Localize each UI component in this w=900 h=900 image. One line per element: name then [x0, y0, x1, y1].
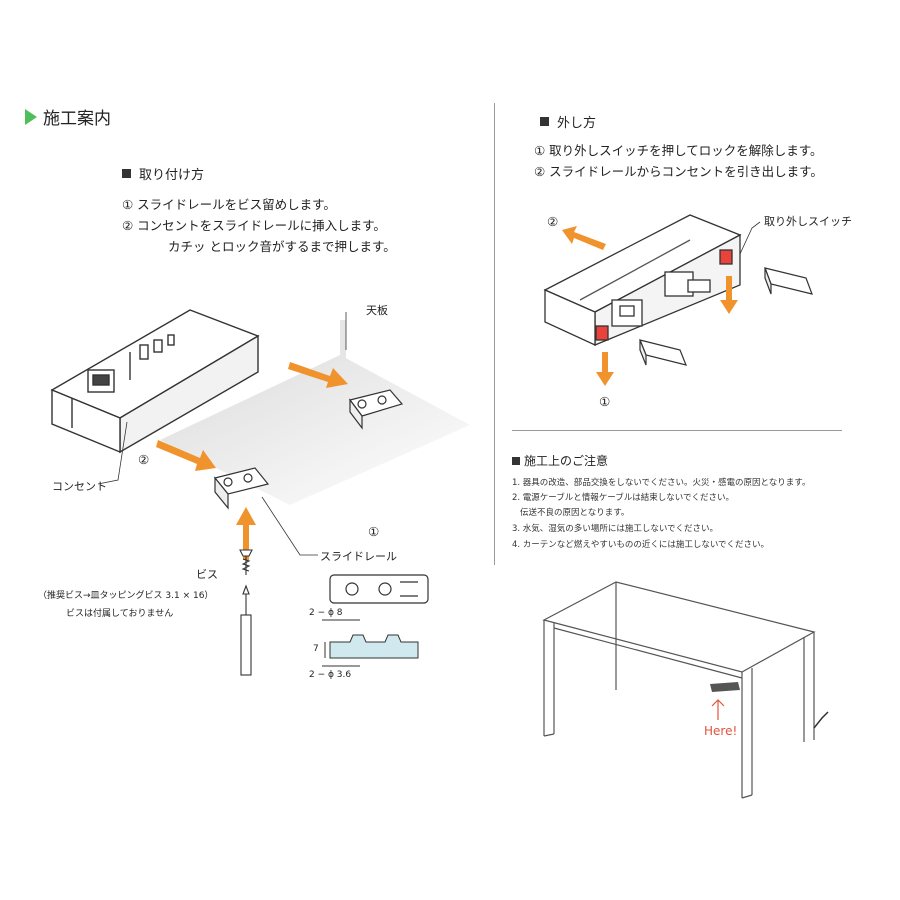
- square-bullet-icon: [122, 169, 131, 178]
- install-heading: 取り付け方: [122, 164, 204, 183]
- square-bullet-icon: [540, 117, 549, 126]
- page-title-text: 施工案内: [43, 109, 111, 129]
- caution-item-1: 1. 器具の改造、部品交換をしないでください。火災・感電の原因となります。: [512, 478, 811, 488]
- consent-unit: [50, 309, 260, 454]
- slide-rail-removed: [639, 267, 813, 366]
- power-cord: [813, 711, 829, 729]
- consent-label: コンセント: [52, 480, 107, 493]
- remove-num-1: ①: [599, 394, 611, 409]
- install-step-2: ② コンセントをスライドレールに挿入します。: [122, 218, 386, 233]
- here-label: Here!: [704, 724, 738, 738]
- bis-note-1: （推奨ビス→皿タッピングビス 3.1 × 16）: [38, 591, 214, 601]
- desk-illustration: [542, 581, 829, 799]
- consent-unit-removed: [543, 214, 742, 347]
- horizontal-divider: [512, 430, 842, 431]
- screwdriver-icon: [240, 584, 252, 676]
- remove-step-2: ② スライドレールからコンセントを引き出します。: [534, 164, 823, 179]
- dim-phi8: 2 − ϕ 8: [309, 608, 343, 618]
- bis-label: ビス: [196, 568, 218, 581]
- vertical-divider: [494, 103, 495, 565]
- install-num-1: ①: [368, 524, 380, 539]
- caution-item-3: 3. 水気、湿気の多い場所には施工しないでください。: [512, 524, 719, 534]
- dim-7: 7: [313, 644, 319, 654]
- remove-illustration: [543, 214, 813, 386]
- install-illustration: [50, 309, 470, 676]
- page-title: 施工案内: [25, 104, 111, 129]
- caution-item-2-note: 伝送不良の原因となります。: [520, 508, 630, 518]
- caution-item-4: 4. カーテンなど燃えやすいものの近くには施工しないでください。: [512, 540, 770, 550]
- bis-note-2: ビスは付属しておりません: [66, 609, 174, 619]
- consent-under-desk: [710, 682, 740, 692]
- install-step-1: ① スライドレールをビス留めします。: [122, 197, 336, 212]
- install-step-2-note: カチッ とロック音がするまで押します。: [168, 239, 396, 254]
- install-num-2: ②: [138, 452, 150, 467]
- upper-slide-rail: [348, 389, 404, 430]
- caution-item-2: 2. 電源ケーブルと情報ケーブルは結束しないでください。: [512, 493, 735, 503]
- switch-label: 取り外しスイッチ: [764, 215, 852, 228]
- remove-num-2: ②: [547, 214, 559, 229]
- up-arrow-icon: [711, 699, 725, 720]
- arrow-icon: [562, 226, 738, 386]
- remove-step-1: ① 取り外しスイッチを押してロックを解除します。: [534, 143, 823, 158]
- square-bullet-icon: [512, 456, 520, 465]
- screw-icon: [239, 549, 253, 575]
- slide-rail-label: スライドレール: [320, 550, 397, 563]
- slide-rail-detail: [329, 574, 429, 604]
- rail-profile-detail: [322, 619, 419, 667]
- play-triangle-icon: [25, 108, 37, 125]
- remove-heading: 外し方: [540, 112, 596, 131]
- dim-phi36: 2 − ϕ 3.6: [309, 670, 352, 680]
- cautions-heading: 施工上のご注意: [512, 452, 608, 469]
- tenban-label: 天板: [366, 304, 388, 317]
- lower-slide-rail: [213, 467, 270, 510]
- arrow-icon: [156, 362, 348, 560]
